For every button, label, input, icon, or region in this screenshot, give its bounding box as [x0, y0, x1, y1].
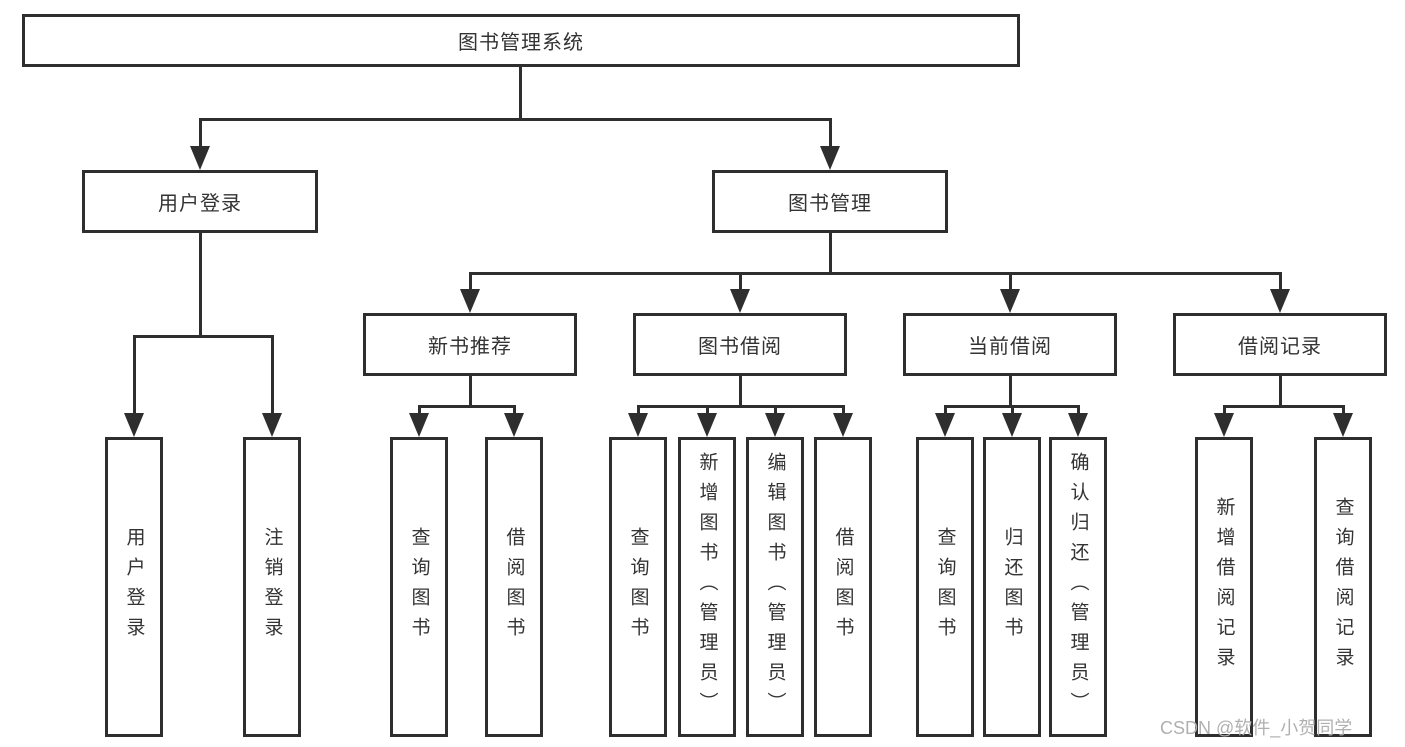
node-label: 确认归还（管理员） [1067, 452, 1089, 722]
node-label: 借阅记录 [1238, 336, 1322, 358]
arrow-down-icon [190, 146, 210, 170]
connector-level3-branch [469, 272, 1282, 275]
arrow-down-icon [262, 413, 282, 437]
csdn-watermark: CSDN @软件_小贺同学 [1160, 718, 1353, 738]
connector-user-login-branch [133, 335, 273, 338]
leaf-borrow-books-recommend: 借阅图书 [485, 437, 543, 737]
connector-stem [513, 405, 516, 417]
arrow-down-icon [820, 146, 840, 170]
connector-drop [739, 376, 742, 407]
node-label: 查询图书 [408, 527, 430, 647]
node-label: 注销登录 [261, 527, 283, 647]
connector-stem [829, 118, 832, 150]
leaf-add-borrow-record: 新增借阅记录 [1195, 437, 1253, 737]
leaf-query-books-current: 查询图书 [916, 437, 974, 737]
connector-stem [1077, 405, 1080, 417]
arrow-down-icon [1000, 289, 1020, 313]
node-label: 归还图书 [1001, 527, 1023, 647]
leaf-confirm-return-admin: 确认归还（管理员） [1049, 437, 1107, 737]
connector-user-login-drop [199, 233, 202, 337]
node-book-management: 图书管理 [712, 170, 948, 233]
leaf-logout: 注销登录 [243, 437, 301, 737]
connector-stem [706, 405, 709, 417]
node-label: 新书推荐 [428, 336, 512, 358]
connector-stem [1342, 405, 1345, 417]
connector-stem [469, 272, 472, 292]
arrow-down-icon [1270, 289, 1290, 313]
arrow-down-icon [124, 413, 144, 437]
connector-drop [1009, 376, 1012, 407]
arrow-down-icon [1002, 413, 1022, 437]
arrow-down-icon [765, 413, 785, 437]
node-library-management-system: 图书管理系统 [22, 14, 1020, 67]
arrow-down-icon [1214, 413, 1234, 437]
leaf-query-borrow-record: 查询借阅记录 [1314, 437, 1372, 737]
connector-stem [774, 405, 777, 417]
connector-stem [1279, 272, 1282, 292]
node-label: 查询借阅记录 [1332, 497, 1354, 677]
node-label: 查询图书 [627, 527, 649, 647]
node-label: 用户登录 [158, 193, 242, 215]
arrow-down-icon [730, 289, 750, 313]
node-label: 图书借阅 [698, 336, 782, 358]
arrow-down-icon [1068, 413, 1088, 437]
node-label: 图书管理系统 [458, 32, 584, 54]
connector-stem [1223, 405, 1226, 417]
connector-branch [418, 405, 515, 408]
node-label: 图书管理 [788, 193, 872, 215]
arrow-down-icon [409, 413, 429, 437]
arrow-down-icon [935, 413, 955, 437]
node-user-login: 用户登录 [82, 170, 318, 233]
arrow-down-icon [628, 413, 648, 437]
connector-stem [199, 118, 202, 150]
leaf-query-books-borrowing: 查询图书 [609, 437, 667, 737]
connector-stem [637, 405, 640, 417]
leaf-query-books-recommend: 查询图书 [390, 437, 448, 737]
node-label: 当前借阅 [968, 336, 1052, 358]
node-new-book-recommend: 新书推荐 [363, 313, 577, 376]
leaf-edit-book-admin: 编辑图书（管理员） [746, 437, 804, 737]
node-label: 查询图书 [934, 527, 956, 647]
node-label: 编辑图书（管理员） [764, 452, 786, 722]
leaf-add-book-admin: 新增图书（管理员） [678, 437, 736, 737]
node-current-borrowing: 当前借阅 [903, 313, 1117, 376]
connector-book-mgmt-drop [829, 233, 832, 274]
connector-root-drop [519, 67, 522, 118]
connector-stem [739, 272, 742, 292]
node-label: 新增借阅记录 [1213, 497, 1235, 677]
node-label: 用户登录 [123, 527, 145, 647]
leaf-borrow-books-borrowing: 借阅图书 [814, 437, 872, 737]
connector-drop [1279, 376, 1282, 407]
leaf-user-login: 用户登录 [105, 437, 163, 737]
connector-stem [133, 335, 136, 415]
connector-stem [418, 405, 421, 417]
connector-level2-branch [199, 118, 831, 121]
node-label: 新增图书（管理员） [696, 452, 718, 722]
connector-branch [637, 405, 844, 408]
connector-stem [271, 335, 274, 415]
connector-drop [469, 376, 472, 407]
arrow-down-icon [697, 413, 717, 437]
node-book-borrowing: 图书借阅 [633, 313, 847, 376]
leaf-return-book: 归还图书 [983, 437, 1041, 737]
connector-branch [1223, 405, 1344, 408]
node-borrowing-records: 借阅记录 [1173, 313, 1387, 376]
node-label: 借阅图书 [832, 527, 854, 647]
connector-stem [1011, 405, 1014, 417]
node-label: 借阅图书 [503, 527, 525, 647]
connector-stem [944, 405, 947, 417]
connector-stem [1009, 272, 1012, 292]
arrow-down-icon [833, 413, 853, 437]
arrow-down-icon [1333, 413, 1353, 437]
arrow-down-icon [504, 413, 524, 437]
arrow-down-icon [460, 289, 480, 313]
connector-stem [842, 405, 845, 417]
